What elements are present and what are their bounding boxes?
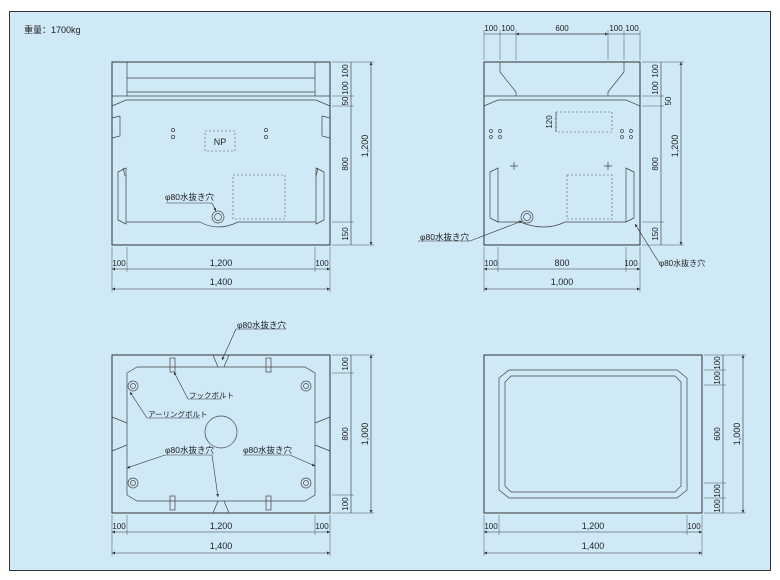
side-dim-overall: 1,000 [551,277,574,287]
side-dim-top-600: 600 [555,24,569,33]
side-view: 100 100 600 100 100 120 φ80水抜き穴 φ80水抜き穴 … [418,24,705,292]
weight-label: 重量：1700kg [24,25,81,35]
np-label: NP [214,137,227,147]
front-dim-overall: 1,400 [210,277,233,287]
bottom-dim-bottom-right: 100 [687,522,701,531]
side-dim-top-100c: 100 [609,24,623,33]
front-inner-box [232,174,286,220]
side-dim-right-50: 50 [664,96,673,105]
plan-dim-bottom-right: 100 [315,522,329,531]
side-dim-top-100d: 100 [625,24,639,33]
np-plate [204,130,236,152]
bottom-dim-overall: 1,400 [582,541,605,551]
bottom-dim-bottom-left: 100 [484,522,498,531]
bottom-dim-right-100d: 100 [713,499,722,513]
plan-dim-right-100a: 100 [341,357,350,371]
side-dim-right-100b: 100 [651,81,660,95]
front-dim-right-800: 800 [341,157,350,171]
side-lower-box [566,174,613,220]
side-dim-inner-120: 120 [545,115,554,129]
drawing-sheet [9,11,771,571]
front-dim-bottom-left: 100 [112,259,126,268]
side-dim-right-800: 800 [651,157,660,171]
front-dim-right-100b: 100 [341,81,350,95]
plan-bolt-br [300,477,312,489]
plan-center-opening [204,415,238,449]
bottom-dim-right-100c: 100 [713,484,722,498]
front-dim-right-50: 50 [341,96,350,105]
plan-outline [111,354,331,514]
front-dim-right-total: 1,200 [360,135,370,158]
bottom-view: 100 1,200 100 1,400 100 100 600 100 100 … [483,354,746,556]
side-dim-right-100a: 100 [651,64,660,78]
side-dim-right-total: 1,200 [670,135,680,158]
plan-dim-overall: 1,400 [210,541,233,551]
plan-inner-outline [126,366,316,502]
side-dim-top-100a: 100 [484,24,498,33]
plan-earthing-bolt-label: アーリングボルト [148,409,208,419]
plan-dim-right-100b: 100 [341,497,350,511]
plan-bolt-tl [127,380,139,392]
front-dim-right-150: 150 [341,227,350,241]
side-dim-top-100b: 100 [501,24,515,33]
side-drain-hole [520,210,534,224]
front-drain-label: φ80水抜き穴 [165,192,214,202]
plan-dim-right-800: 800 [341,427,350,441]
front-view: NP φ80水抜き穴 100 1,200 100 1,400 100 100 5… [111,61,374,292]
side-dim-bottom-left: 100 [484,259,498,268]
bottom-inner-outline [498,369,688,499]
plan-dim-bottom-mid: 1,200 [210,521,233,531]
plan-drain-label-right: φ80水抜き穴 [243,445,292,455]
plan-dim-right-total: 1,000 [360,423,370,446]
bottom-dim-right-100a: 100 [713,356,722,370]
side-drain-label-left: φ80水抜き穴 [420,232,469,242]
side-drain-label-right: φ80水抜き穴 [659,258,705,268]
bottom-dim-right-100b: 100 [713,371,722,385]
plan-bolt-bl [127,477,139,489]
bottom-outline [483,354,703,514]
plan-bolt-tr [300,380,312,392]
front-drain-hole [211,210,225,224]
plan-dim-bottom-left: 100 [112,522,126,531]
side-upper-box [555,111,613,133]
bottom-dim-right-total: 1,000 [732,423,742,446]
plan-hook-bolt-label: フックボルト [189,391,234,400]
plan-view: φ80水抜き穴 フックボルト アーリングボルト φ80水抜き穴 φ80水抜き穴 … [111,320,374,556]
front-dim-right-100a: 100 [341,64,350,78]
side-outline [483,61,641,246]
front-dim-bottom-mid: 1,200 [210,258,233,268]
plan-drain-label-left: φ80水抜き穴 [165,445,214,455]
plan-drain-label-top: φ80水抜き穴 [237,320,286,330]
side-dim-bottom-mid: 800 [554,258,569,268]
bottom-dim-bottom-mid: 1,200 [582,521,605,531]
front-outline [111,61,331,246]
side-dim-right-150: 150 [651,227,660,241]
front-dim-bottom-right: 100 [315,259,329,268]
side-dim-bottom-right: 100 [624,259,638,268]
bottom-dim-right-600: 600 [713,427,722,441]
